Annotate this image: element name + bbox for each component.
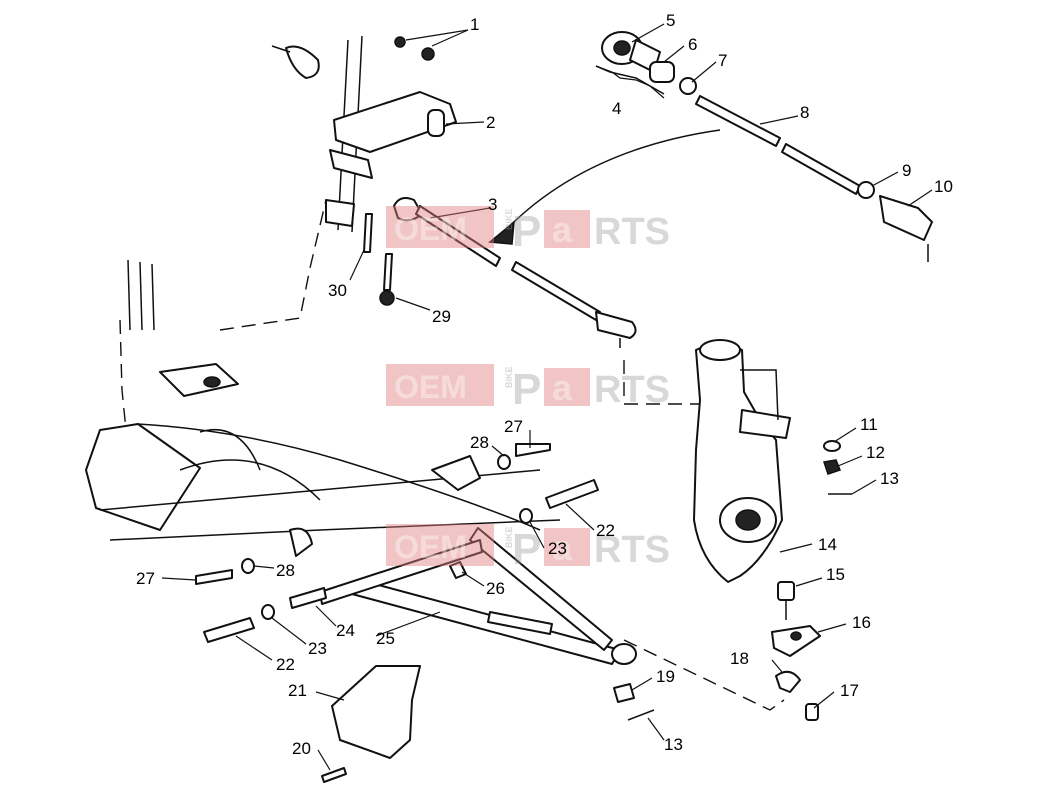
hardware: [195, 213, 852, 783]
watermark-p-top: P: [512, 207, 541, 256]
watermark-rts-middle: RTS: [594, 369, 670, 411]
watermark-middle: OEM BIKE P a RTS: [386, 364, 670, 414]
callout-27-upper: 27: [504, 417, 523, 436]
callout-29: 29: [432, 307, 451, 326]
bolt-27-upper: [515, 443, 551, 457]
callout-22-upper: 22: [596, 521, 615, 540]
callout-4: 4: [612, 99, 621, 118]
a-arm: [319, 527, 785, 711]
watermark-bike-top: BIKE: [504, 208, 514, 230]
watermark-p-middle: P: [512, 365, 541, 414]
callout-labels: 1 2 3 4 5 6 7 8 9 10 11 12 13 13 14 15 1…: [136, 11, 953, 758]
spindle: [693, 339, 791, 583]
callout-10: 10: [934, 177, 953, 196]
washer-28-lower: [241, 558, 255, 574]
watermark-top: OEM BIKE P a RTS: [386, 206, 670, 256]
callout-18: 18: [730, 649, 749, 668]
cotter-pin-13-lower: [627, 709, 655, 721]
callout-1: 1: [470, 15, 479, 34]
callout-23-lower: 23: [308, 639, 327, 658]
bolt-15: [777, 581, 795, 601]
watermark-bottom: OEM BIKE P a RTS: [386, 524, 670, 574]
tie-rod-exploded: [488, 31, 933, 262]
bolt-30: [363, 213, 373, 253]
callout-2: 2: [486, 113, 495, 132]
callout-12: 12: [866, 443, 885, 462]
callout-13-upper: 13: [880, 469, 899, 488]
nut-12: [823, 459, 841, 475]
callout-26: 26: [486, 579, 505, 598]
callout-21: 21: [288, 681, 307, 700]
watermark-a-middle: a: [552, 367, 573, 408]
callout-6: 6: [688, 35, 697, 54]
callout-13-lower: 13: [664, 735, 683, 754]
frame-bulkhead: [85, 199, 561, 557]
tie-rod-assembly: [393, 197, 700, 405]
callout-23-upper: 23: [548, 539, 567, 558]
callout-5: 5: [666, 11, 675, 30]
watermark-bike-bottom: BIKE: [504, 526, 514, 548]
watermark-a-bottom: a: [552, 527, 573, 568]
washer-11: [823, 440, 841, 452]
bolt-27-lower: [195, 569, 233, 585]
callout-14: 14: [818, 535, 837, 554]
bushing-22-lower: [203, 617, 255, 643]
callout-8: 8: [800, 103, 809, 122]
callout-28-upper: 28: [470, 433, 489, 452]
callout-11: 11: [860, 415, 878, 434]
callout-9: 9: [902, 161, 911, 180]
callout-19: 19: [656, 667, 675, 686]
washer-28-upper: [497, 454, 511, 470]
bolt-20: [321, 767, 347, 783]
callout-25: 25: [376, 629, 395, 648]
callout-3: 3: [488, 195, 497, 214]
callout-17: 17: [840, 681, 859, 700]
watermark-oem-bottom: OEM: [394, 529, 467, 565]
callout-15: 15: [826, 565, 845, 584]
bushing-22-upper: [545, 479, 599, 509]
bolt-17: [805, 703, 819, 721]
callout-28-lower: 28: [276, 561, 295, 580]
watermark-oem-top: OEM: [394, 211, 467, 247]
watermark-p-bottom: P: [512, 525, 541, 574]
nut-19: [613, 683, 635, 703]
guard-21: [331, 665, 421, 759]
bolt-29: [383, 253, 393, 291]
watermark-bike-middle: BIKE: [504, 366, 514, 388]
watermark-rts-top: RTS: [594, 211, 670, 253]
leader-lines: [161, 23, 933, 771]
ball-joint-18: [775, 670, 801, 693]
callout-7: 7: [718, 51, 727, 70]
callout-24: 24: [336, 621, 355, 640]
steering-post: [271, 35, 457, 233]
washer-23-lower: [261, 604, 275, 620]
callout-27-lower: 27: [136, 569, 155, 588]
callout-16: 16: [852, 613, 871, 632]
washer-23-upper: [519, 508, 533, 524]
watermark-oem-middle: OEM: [394, 369, 467, 405]
callout-22-lower: 22: [276, 655, 295, 674]
watermark-rts-bottom: RTS: [594, 529, 670, 571]
callout-30: 30: [328, 281, 347, 300]
plate-16: [771, 625, 821, 657]
nut-29: [379, 290, 395, 306]
callout-20: 20: [292, 739, 311, 758]
watermark-a-top: a: [552, 209, 573, 250]
bushing-24: [289, 587, 327, 609]
